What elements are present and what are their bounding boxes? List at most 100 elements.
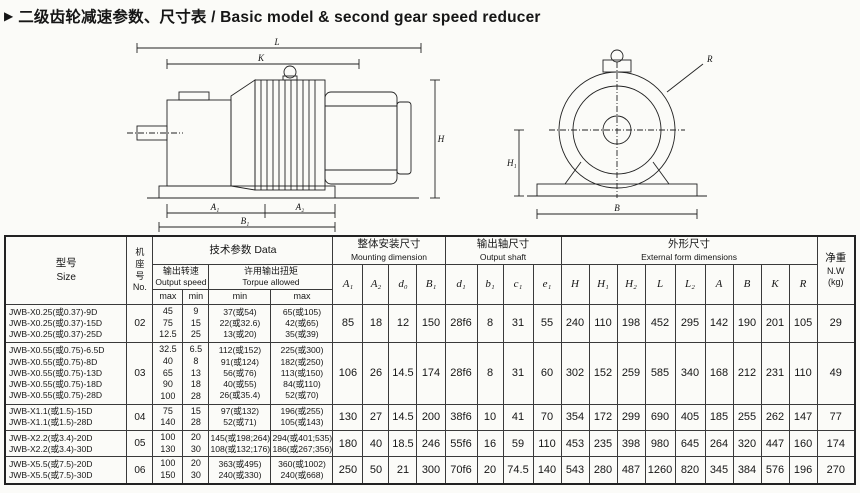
mounting-b1: 300 (416, 456, 446, 485)
shaft-b1: 8 (476, 304, 504, 344)
mounting-d0: 14.5 (388, 342, 418, 405)
nw-label-unit: (kg) (828, 277, 844, 288)
shaft-d1: 28f6 (444, 342, 478, 405)
model-cell: JWB-X2.2(或3.4)-20D JWB-X2.2(或3.4)-30D (4, 429, 128, 458)
ext-l2: 340 (674, 342, 706, 405)
model-line: JWB-X0.55(或0.75)-13D (8, 367, 103, 378)
col-h: H (560, 263, 590, 306)
nw-label-cn: 净重 (825, 252, 847, 265)
mounting-label-cn: 整体安装尺寸 (357, 238, 421, 250)
col-speed-max: max (152, 289, 184, 306)
mounting-d0: 18.5 (388, 429, 418, 458)
mounting-a2: 27 (362, 403, 390, 431)
shaft-b1: 16 (476, 429, 504, 458)
col-d0: d₀ (388, 263, 418, 306)
model-cell: JWB-X1.1(或1.5)-15D JWB-X1.1(或1.5)-28D (4, 403, 128, 431)
dim-label-b: B (614, 203, 620, 213)
header-row-subgroups: 输出转速 Output speed 许用输出扭矩 Torpue allowed … (5, 263, 855, 306)
page-header: ▶ 二级齿轮减速参数、尺寸表 / Basic model & second ge… (0, 0, 860, 28)
ext-a: 168 (704, 342, 734, 405)
torque-min-cell: 363(或495)240(或330) (208, 456, 272, 485)
shaft-c1: 59 (502, 429, 534, 458)
front-view-drawing: R B H₁ (506, 49, 713, 219)
ext-h1: 152 (588, 342, 618, 405)
ext-r: 160 (788, 429, 818, 458)
subheader-output-speed: 输出转速 Output speed (152, 263, 210, 291)
side-view-outline (127, 43, 440, 232)
col-l: L (644, 263, 676, 306)
model-line: JWB-X0.55(或0.75)-8D (8, 356, 98, 367)
frame-no-cell: 05 (126, 429, 154, 458)
ext-l2: 295 (674, 304, 706, 344)
ext-h: 543 (560, 456, 590, 485)
ext-k: 262 (760, 403, 790, 431)
shaft-c1: 74.5 (502, 456, 534, 485)
mounting-label-en: Mounting dimension (350, 251, 428, 262)
col-k: K (760, 263, 790, 306)
gear-housing (166, 99, 232, 187)
shaft-b1: 10 (476, 403, 504, 431)
frame-no-cell: 04 (126, 403, 154, 431)
group-header-data: 技术参数 Data (152, 235, 334, 265)
torque-max-cell: 65(或105)42(或65)35(或39) (270, 304, 334, 344)
ext-b: 255 (732, 403, 762, 431)
model-line: JWB-X5.5(或7.5)-30D (8, 470, 93, 481)
model-line: JWB-X2.2(或3.4)-30D (8, 443, 93, 454)
model-cell: JWB-X0.25(或0.37)-9D JWB-X0.25(或0.37)-15D… (4, 304, 128, 344)
ext-l: 585 (644, 342, 676, 405)
ext-l2: 405 (674, 403, 706, 431)
col-a2: A₂ (362, 263, 390, 306)
col-e1: e₁ (532, 263, 562, 306)
header-row-groups: 型号 Size 机 座 号 No. 技术参数 Data 整体安装尺寸 Mount… (4, 235, 856, 306)
nw-cell: 270 (816, 456, 856, 485)
col-shaft-b1: b₁ (476, 263, 504, 306)
col-torque-max: max (270, 289, 334, 306)
external-label-cn: 外形尺寸 (668, 238, 711, 250)
data-group-label: 技术参数 Data (209, 243, 277, 256)
frame-no-label: No. (132, 282, 147, 293)
shaft-c1: 31 (502, 342, 534, 405)
model-line: JWB-X2.2(或3.4)-20D (8, 432, 93, 443)
ext-l2: 820 (674, 456, 706, 485)
col-b1: B₁ (416, 263, 446, 306)
ext-k: 447 (760, 429, 790, 458)
model-cell: JWB-X0.55(或0.75)-6.5D JWB-X0.55(或0.75)-8… (4, 342, 128, 405)
col-c1: c₁ (502, 263, 534, 306)
mounting-b1: 174 (416, 342, 446, 405)
mounting-a2: 40 (362, 429, 390, 458)
model-line: JWB-X0.55(或0.75)-18D (8, 378, 103, 389)
ext-l: 452 (644, 304, 676, 344)
mounting-a1: 85 (332, 304, 364, 344)
ext-l: 980 (644, 429, 676, 458)
shaft-b1: 8 (476, 342, 504, 405)
group-header-shaft: 输出轴尺寸 Output shaft (444, 235, 562, 265)
col-a1: A₁ (332, 263, 364, 306)
table-row: JWB-X1.1(或1.5)-15D JWB-X1.1(或1.5)-28D 04… (4, 403, 856, 431)
adapter-flange (230, 79, 256, 191)
front-view-dimension-labels: R B H₁ (506, 54, 713, 213)
torque-label-en: Torpue allowed (242, 277, 300, 288)
shaft-e1: 60 (532, 342, 562, 405)
shaft-e1: 140 (532, 456, 562, 485)
mounting-d0: 12 (388, 304, 418, 344)
mounting-a1: 106 (332, 342, 364, 405)
ext-h2: 487 (616, 456, 646, 485)
group-header-external: 外形尺寸 External form dimensions (560, 235, 818, 265)
frame-char: 座 (135, 258, 145, 269)
ext-k: 201 (760, 304, 790, 344)
table-row: JWB-X5.5(或7.5)-20D JWB-X5.5(或7.5)-30D 06… (4, 456, 856, 485)
ext-h1: 235 (588, 429, 618, 458)
dim-label-l: L (273, 37, 279, 47)
col-b: B (732, 263, 762, 306)
ext-b: 212 (732, 342, 762, 405)
side-view-drawing: L K A₁ A₂ B₁ H (127, 37, 445, 232)
size-label-en: Size (56, 271, 76, 283)
dim-label-k: K (257, 53, 265, 63)
page-title: 二级齿轮减速参数、尺寸表 / Basic model & second gear… (18, 9, 541, 26)
model-line: JWB-X0.25(或0.37)-25D (8, 329, 103, 340)
ext-a: 264 (704, 429, 734, 458)
shaft-label-cn: 输出轴尺寸 (476, 238, 530, 250)
